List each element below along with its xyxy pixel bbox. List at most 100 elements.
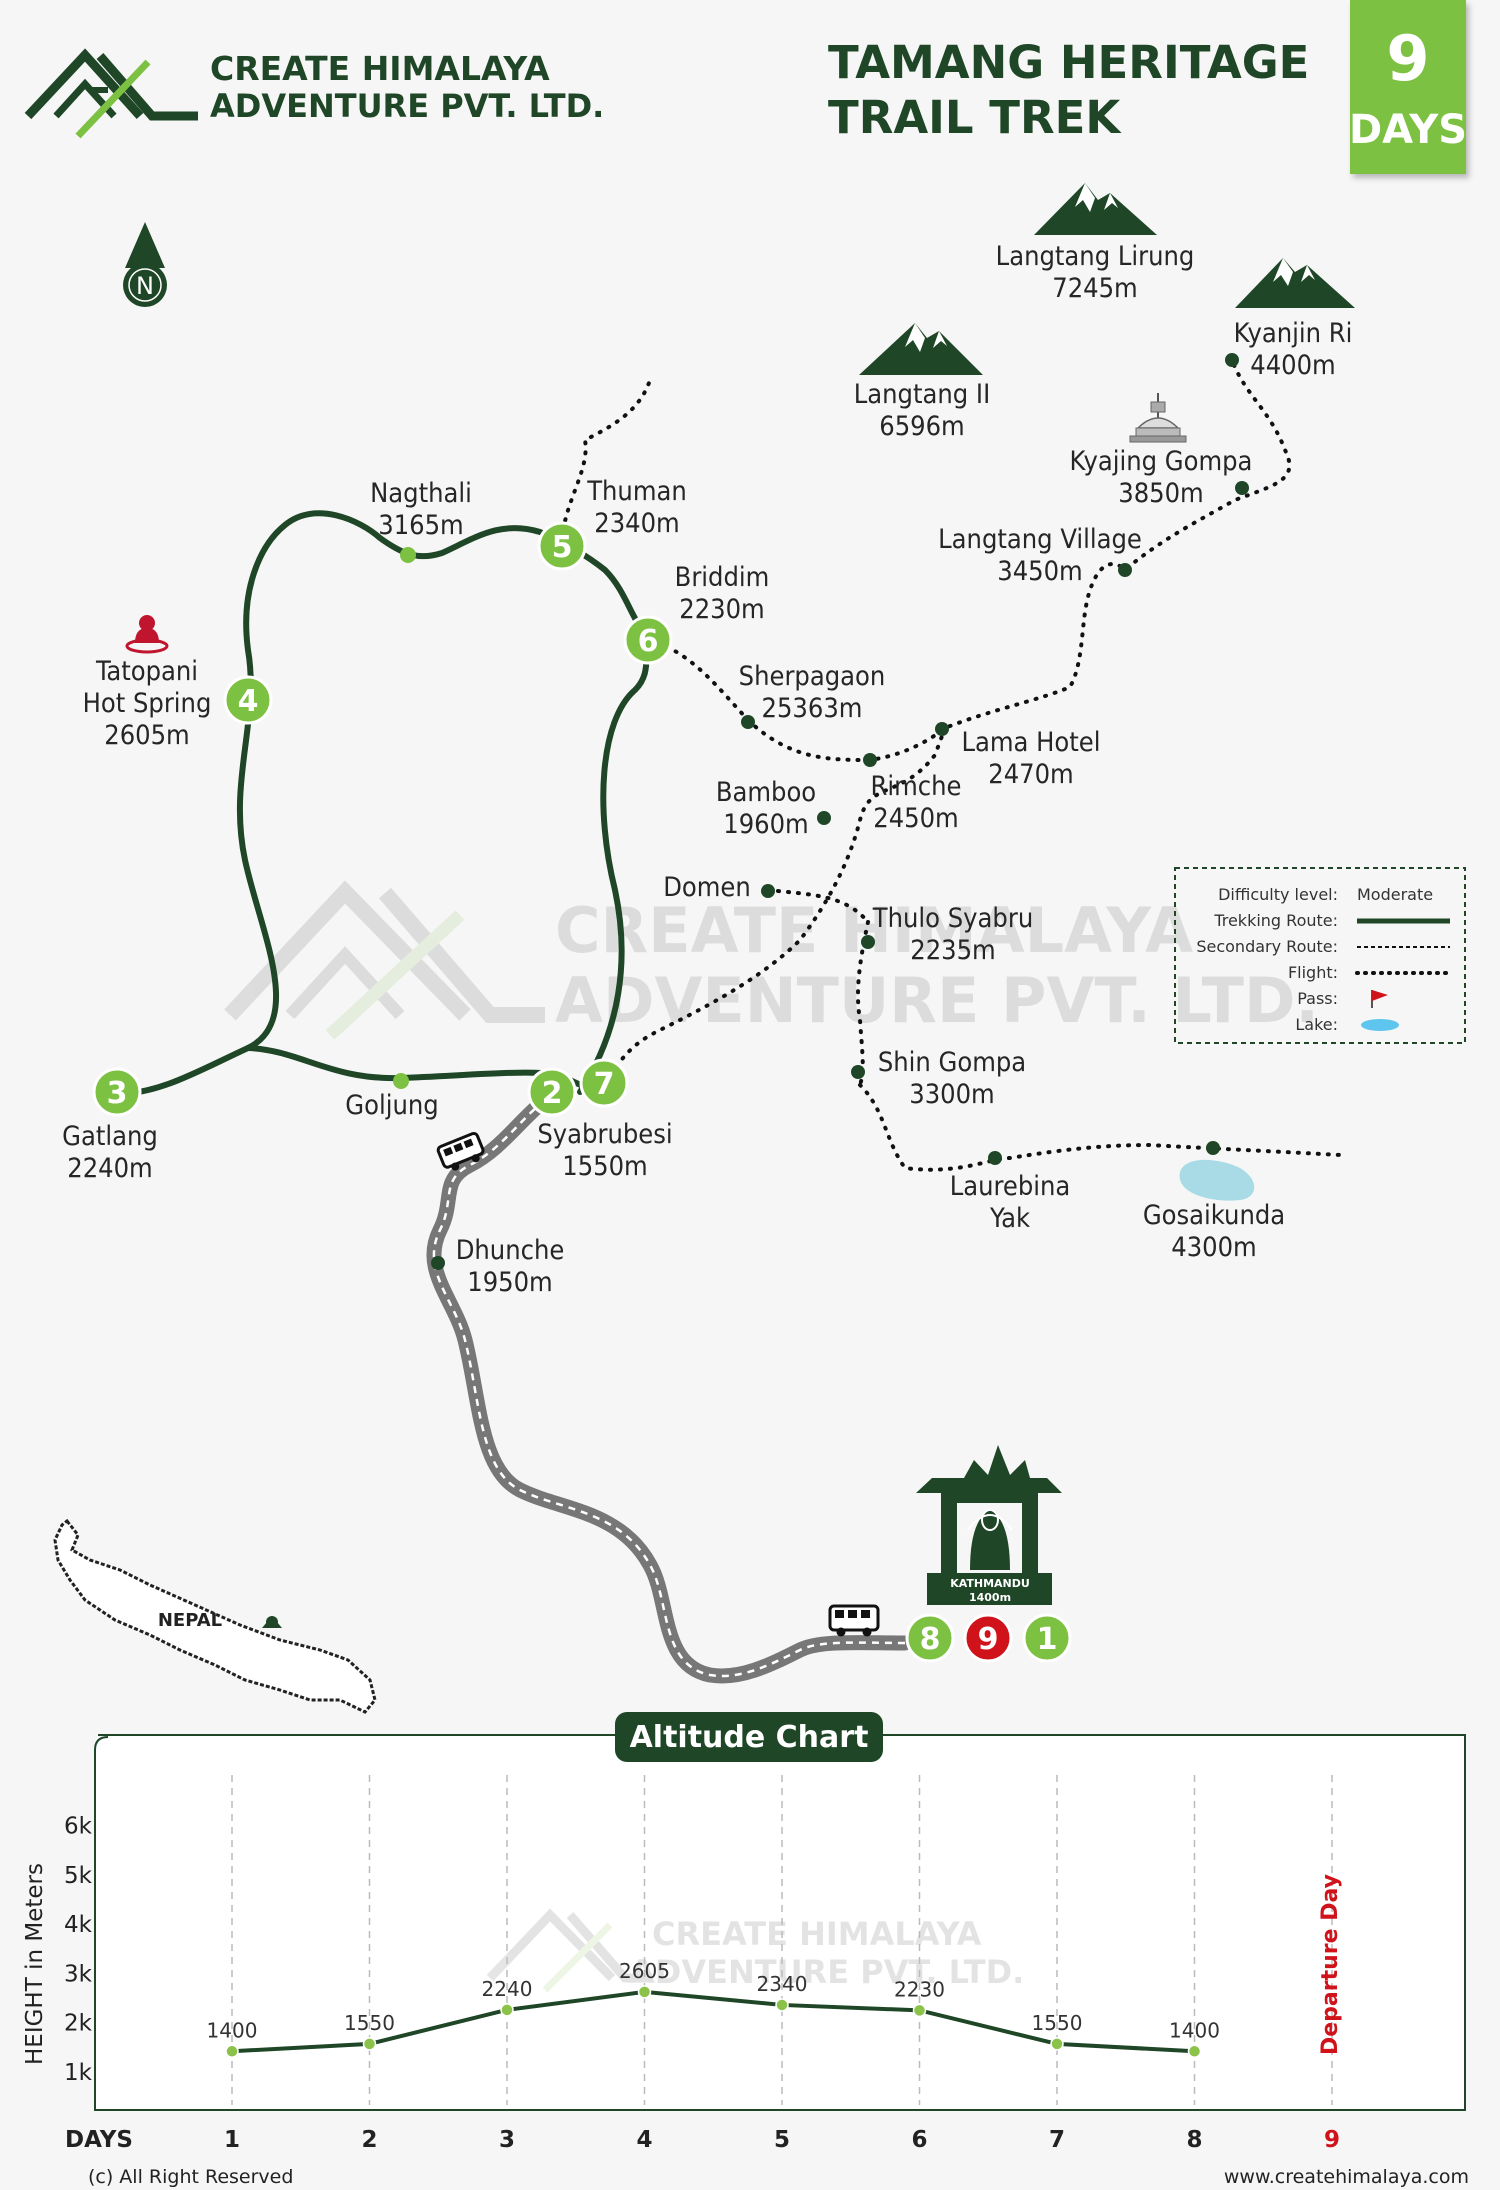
label-kyajing-gompa: Kyajing Gompa — [1070, 446, 1253, 477]
waypoint-kyanjin-ri — [1225, 353, 1239, 367]
x-tick-label: 7 — [1049, 2127, 1065, 2153]
chart-points — [225, 1985, 1202, 2059]
day-marker-5: 5 — [537, 521, 587, 571]
label-thuman: Thuman — [586, 476, 687, 507]
altitude-point — [1050, 2037, 1064, 2051]
alt-rimche: 2450m — [873, 803, 958, 834]
x-tick-label: 4 — [636, 2127, 652, 2153]
legend-difficulty-value: Moderate — [1357, 885, 1433, 904]
label-sherpagaon: Sherpagaon — [739, 661, 886, 692]
svg-text:4: 4 — [238, 684, 259, 719]
waypoint-langtang-village — [1118, 563, 1132, 577]
waypoint-rimche — [863, 753, 877, 767]
legend-trekking-label: Trekking Route: — [1213, 911, 1338, 930]
legend-secondary-label: Secondary Route: — [1196, 937, 1338, 956]
label-gosaikunda: Gosaikunda — [1143, 1200, 1285, 1231]
chart-ylabel: HEIGHT in Meters — [22, 1863, 48, 2065]
waypoint-lama-hotel — [935, 722, 949, 736]
y-tick-label: 3k — [64, 1961, 93, 1987]
kathmandu-label: KATHMANDU — [950, 1577, 1030, 1590]
svg-text:6: 6 — [638, 624, 659, 659]
watermark-line1: CREATE HIMALAYA — [555, 894, 1193, 967]
company-name-line2: ADVENTURE PVT. LTD. — [210, 87, 604, 125]
svg-text:3: 3 — [107, 1076, 128, 1111]
alt-langtang-lirung: 7245m — [1052, 273, 1137, 304]
days-number: 9 — [1386, 22, 1429, 95]
label-goljung: Goljung — [345, 1090, 438, 1121]
alt-sherpagaon: 25363m — [762, 693, 863, 724]
y-tick-label: 6k — [64, 1814, 93, 1840]
label-langtang-village: Langtang Village — [938, 524, 1142, 555]
alt-briddim: 2230m — [679, 594, 764, 625]
altitude-point — [912, 2003, 927, 2018]
label-shin-gompa: Shin Gompa — [878, 1047, 1026, 1078]
day-marker-1: 1 — [1022, 1613, 1072, 1663]
day-marker-4: 4 — [223, 675, 273, 725]
waypoint-gosaikunda — [1206, 1141, 1220, 1155]
x-tick-label: 5 — [774, 2127, 790, 2153]
alt-lama-hotel: 2470m — [988, 759, 1073, 790]
altitude-point — [500, 2003, 514, 2017]
svg-text:9: 9 — [978, 1622, 999, 1657]
altitude-chart: Altitude Chart CREATE HIMALAYA ADVENTURE… — [22, 1712, 1466, 2153]
chart-xlabel: DAYS — [65, 2127, 133, 2153]
label-dhunche: Dhunche — [456, 1235, 565, 1266]
x-tick-label: 1 — [224, 2127, 240, 2153]
label-langtang-2: Langtang II — [854, 379, 991, 410]
label-langtang-lirung: Langtang Lirung — [996, 241, 1195, 272]
north-compass-icon: N — [123, 222, 167, 307]
label-laurebina: Laurebina — [950, 1171, 1071, 1202]
alt-tatopani: 2605m — [104, 720, 189, 751]
watermark-line2: ADVENTURE PVT. LTD. — [555, 964, 1319, 1037]
waypoint-sherpagaon — [741, 715, 755, 729]
copyright-text: (c) All Right Reserved — [88, 2166, 293, 2188]
alt-nagthali: 3165m — [378, 510, 463, 541]
x-tick-label: 6 — [911, 2127, 927, 2153]
day-markers: 1 9 8 2 7 3 4 5 6 — [92, 521, 1072, 1663]
kathmandu-alt: 1400m — [969, 1591, 1011, 1604]
road-route — [426, 1092, 913, 1684]
waypoint-domen — [761, 884, 775, 898]
chart-title-badge — [615, 1712, 883, 1762]
altitude-value-label: 2230 — [894, 1977, 945, 2001]
stupa-icon — [1129, 393, 1187, 443]
legend-pass-label: Pass: — [1297, 989, 1338, 1008]
altitude-value-label: 1550 — [344, 2011, 395, 2035]
y-tick-label: 4k — [64, 1912, 93, 1938]
lake-icon — [1179, 1159, 1255, 1201]
alt-laurebina: Yak — [989, 1203, 1030, 1234]
chart-series-line — [231, 1989, 1195, 2054]
bus-icon — [436, 1131, 485, 1171]
lake-legend-icon — [1361, 1019, 1399, 1031]
day-marker-2: 2 — [527, 1067, 577, 1117]
kathmandu-gate-icon: KATHMANDU 1400m — [916, 1445, 1062, 1605]
day-marker-9: 9 — [963, 1613, 1013, 1663]
alt-kyanjin-ri: 4400m — [1250, 350, 1335, 381]
mountain-icon-langtang-lirung — [1034, 183, 1157, 235]
altitude-line — [231, 1989, 1195, 2054]
y-tick-label: 2k — [64, 2011, 93, 2037]
chart-watermark-line2: ADVENTURE PVT. LTD. — [630, 1953, 1024, 1991]
day-marker-6: 6 — [623, 615, 673, 665]
watermark: CREATE HIMALAYA ADVENTURE PVT. LTD. — [224, 880, 1319, 1040]
day-marker-7: 7 — [579, 1058, 629, 1108]
svg-text:1: 1 — [1037, 1622, 1058, 1657]
nepal-inset-map: NEPAL — [53, 1518, 377, 1714]
hot-spring-icon — [125, 615, 169, 654]
label-thulo-syabru: Thulo Syabru — [872, 903, 1033, 934]
svg-text:5: 5 — [552, 530, 573, 565]
trek-title-line2: TRAIL TREK — [828, 91, 1122, 144]
waypoint-goljung — [393, 1073, 409, 1089]
alt-kyajing-gompa: 3850m — [1118, 478, 1203, 509]
alt-shin-gompa: 3300m — [909, 1079, 994, 1110]
label-rimche: Rimche — [871, 771, 962, 802]
alt-langtang-village: 3450m — [997, 556, 1082, 587]
mountain-icon-langtang-2 — [859, 323, 983, 375]
place-labels: Langtang Lirung 7245m Kyanjin Ri 4400m L… — [62, 241, 1352, 1298]
label-nagthali: Nagthali — [370, 478, 472, 509]
mountain-icon-kyanjin-ri — [1235, 258, 1355, 308]
company-name-line1: CREATE HIMALAYA — [210, 49, 550, 88]
altitude-value-label: 1550 — [1032, 2011, 1083, 2035]
